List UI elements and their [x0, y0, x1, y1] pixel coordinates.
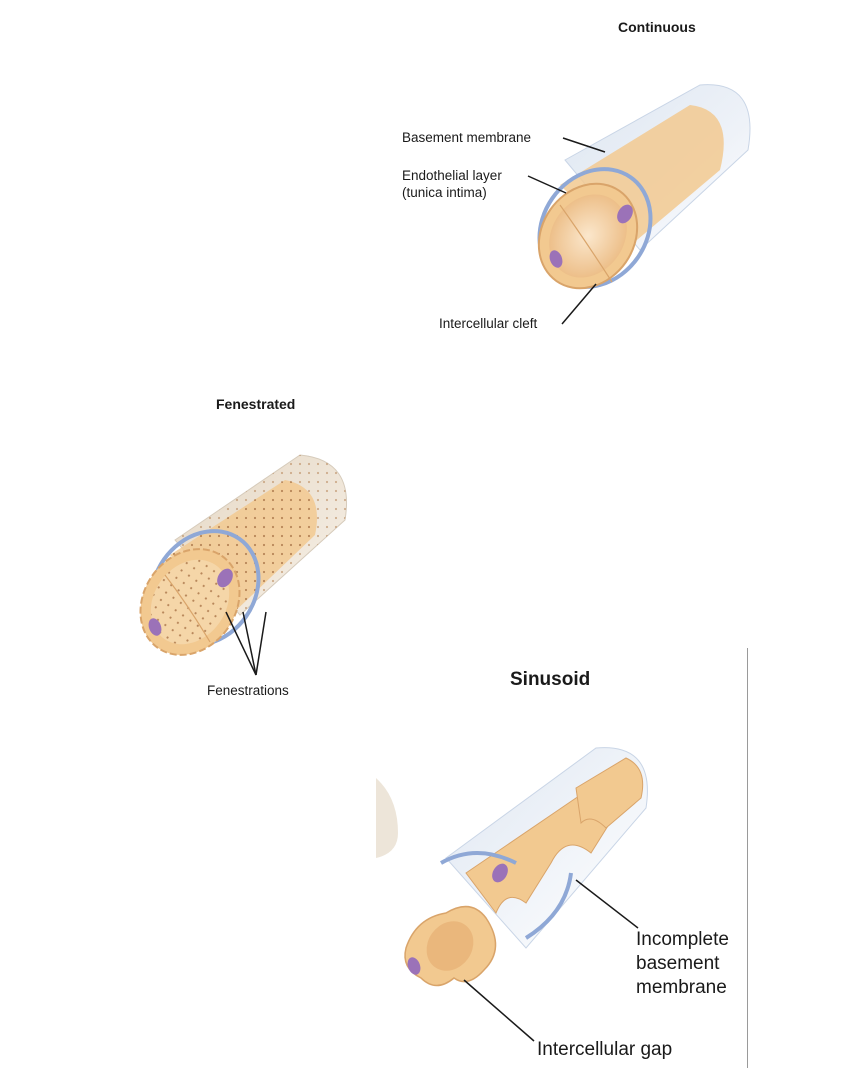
label-intercellular-cleft: Intercellular cleft: [439, 316, 538, 331]
sinusoid-title: Sinusoid: [510, 669, 591, 690]
label-endothelial-layer: Endothelial layer: [402, 168, 502, 183]
continuous-capillary-illustration: [527, 84, 751, 325]
fenestrated-panel: Fenestrated Fenestrations: [0, 380, 440, 710]
label-tunica-intima: (tunica intima): [402, 185, 487, 200]
sinusoid-panel: Sinusoid Incomplete basement membrane In…: [376, 648, 748, 1068]
sinusoid-panel-border: [747, 648, 748, 1068]
continuous-panel: Continuous Basement membrane Endothelial…: [0, 0, 862, 360]
continuous-title: Continuous: [618, 19, 696, 35]
label-membrane: membrane: [636, 977, 727, 998]
label-basement-membrane: Basement membrane: [402, 130, 532, 145]
label-intercellular-gap: Intercellular gap: [537, 1039, 673, 1060]
sinusoid-capillary-illustration: [376, 747, 648, 1042]
label-fenestrations: Fenestrations: [207, 683, 289, 698]
fenestrated-title: Fenestrated: [216, 396, 296, 412]
fenestrated-capillary-illustration: [139, 454, 347, 676]
label-incomplete: Incomplete: [636, 929, 729, 950]
label-basement: basement: [636, 953, 720, 974]
